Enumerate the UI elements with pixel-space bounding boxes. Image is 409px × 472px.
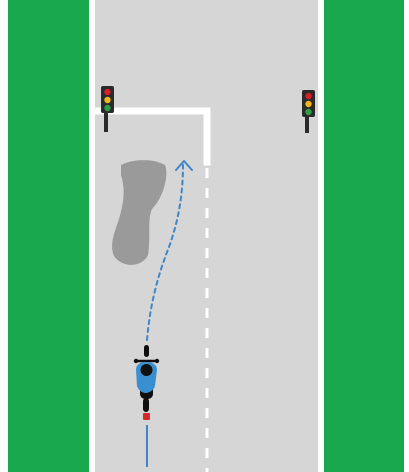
traffic-light-green — [305, 109, 311, 115]
traffic-light-red — [104, 89, 110, 95]
rider-helmet — [141, 364, 153, 376]
motorcycle-tail-light — [143, 413, 150, 420]
traffic-light-pole — [305, 117, 309, 133]
right-grass — [324, 0, 404, 472]
traffic-light-pole — [104, 113, 108, 132]
traffic-light-amber — [305, 101, 311, 107]
traffic-light-amber — [104, 97, 110, 103]
motorcycle-front-wheel — [144, 345, 149, 357]
road-edge-line-left — [89, 0, 95, 472]
motorcycle-mirror-right — [155, 359, 159, 363]
traffic-light-red — [305, 93, 311, 99]
road-edge-line-right — [318, 0, 324, 472]
traffic-light-green — [104, 105, 110, 111]
motorcycle-rear-wheel — [143, 398, 149, 412]
motorcycle-mirror-left — [134, 359, 138, 363]
left-grass — [8, 0, 89, 472]
